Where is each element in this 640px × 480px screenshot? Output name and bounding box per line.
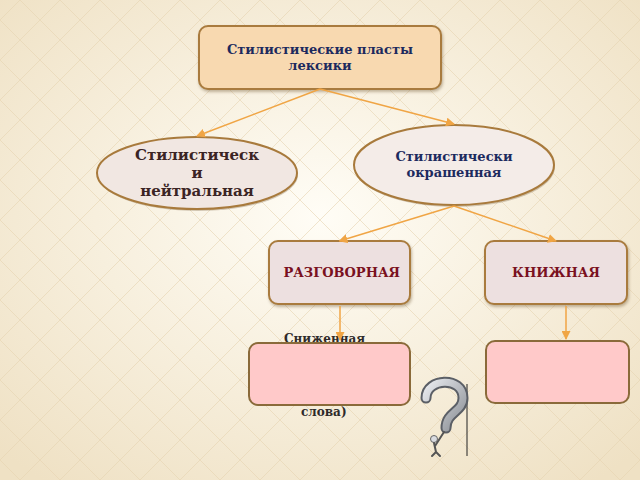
title-box: Стилистические пласты лексики xyxy=(198,25,442,90)
partial-note: Сниженная xyxy=(284,332,365,346)
node-label: Стилистически нейтральная xyxy=(133,146,261,200)
node-label: РАЗГОВОРНАЯ xyxy=(284,265,396,281)
empty-box xyxy=(486,341,629,403)
style-box: РАЗГОВОРНАЯ xyxy=(268,240,411,305)
style-box: КНИЖНАЯ xyxy=(484,240,628,305)
question-mark-icon xyxy=(426,382,463,456)
node-label: КНИЖНАЯ xyxy=(496,265,616,281)
divider-line xyxy=(467,384,468,456)
partial-note: слова) xyxy=(301,405,347,419)
connector-arrow xyxy=(454,206,556,241)
node-label: Стилистически окрашенная xyxy=(394,149,514,180)
node-label: Стилистические пласты лексики xyxy=(220,42,420,73)
connector-arrow xyxy=(340,206,455,241)
category-ellipse: Стилистически окрашенная xyxy=(352,123,556,207)
connector-arrow xyxy=(197,89,320,136)
empty-box xyxy=(249,343,410,405)
down-arrow xyxy=(565,306,567,339)
down-arrow xyxy=(339,306,341,340)
connector-arrow xyxy=(320,89,454,124)
category-ellipse: Стилистически нейтральная xyxy=(95,135,299,211)
